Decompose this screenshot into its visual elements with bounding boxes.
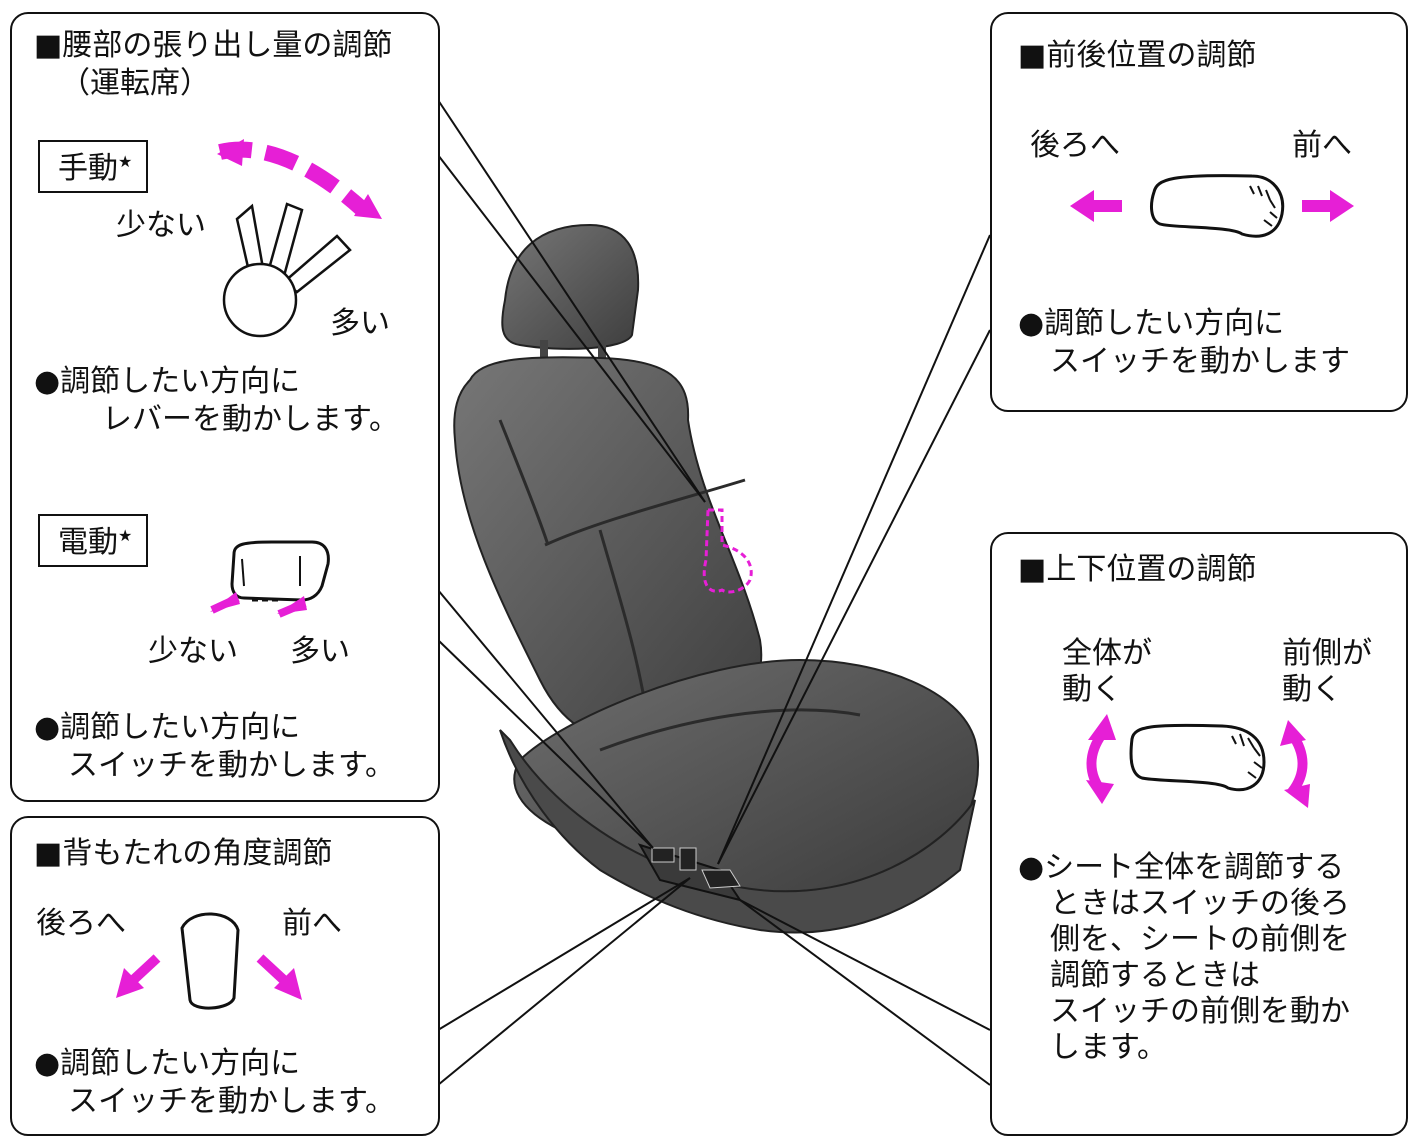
slide-title: ■前後位置の調節 <box>1018 38 1257 73</box>
height-bullet-line: ときはスイッチの後ろ <box>1050 886 1350 921</box>
power-more-label: 多い <box>290 634 350 669</box>
lumbar-title: ■腰部の張り出し量の調節 <box>34 28 393 63</box>
recline-bullet-line2: スイッチを動かします。 <box>68 1084 395 1119</box>
recline-back-label: 後ろへ <box>36 906 126 941</box>
manual-less-label: 少ない <box>116 208 206 243</box>
lumbar-marker <box>702 508 753 594</box>
manual-label: 手動 <box>58 151 118 186</box>
recline-switch-icon <box>116 912 302 1010</box>
leader-lines <box>437 99 991 1086</box>
slide-bullet-line1: ●調節したい方向に <box>1018 306 1285 341</box>
height-bullet-line: します。 <box>1050 1030 1167 1065</box>
height-bullet-line: スイッチの前側を動か <box>1050 994 1350 1029</box>
lumbar-lever-icon <box>217 139 382 338</box>
recline-title: ■背もたれの角度調節 <box>34 836 333 871</box>
power-less-label: 少ない <box>148 634 238 669</box>
height-whole-label: 全体が 動く <box>1062 636 1152 707</box>
height-panel: ■上下位置の調節 全体が 動く 前側が 動く ●シート全体を調節する ときはスイ… <box>990 532 1408 1136</box>
power-label-box: 電動★ <box>38 514 149 567</box>
slide-switch-icon <box>1070 174 1354 238</box>
height-front-label: 前側が 動く <box>1282 636 1372 707</box>
slide-forward-label: 前へ <box>1292 128 1352 163</box>
height-bullet-list: ●シート全体を調節する ときはスイッチの後ろ 側を、シートの前側を 調節するとき… <box>1018 850 1350 1066</box>
manual-more-label: 多い <box>330 306 390 341</box>
star-mark: ★ <box>118 526 133 545</box>
star-mark: ★ <box>118 152 133 171</box>
slide-bullet-line2: スイッチを動かします <box>1050 344 1350 379</box>
power-label: 電動 <box>58 525 118 560</box>
height-bullet-line: ●シート全体を調節する <box>1018 850 1345 885</box>
slide-back-label: 後ろへ <box>1030 128 1120 163</box>
lumbar-panel: ■腰部の張り出し量の調節 （運転席） 手動★ 少ない 多い ●調節したい方向に … <box>10 12 440 802</box>
power-bullet-line2: スイッチを動かします。 <box>68 748 395 783</box>
recline-forward-label: 前へ <box>282 906 342 941</box>
headrest <box>501 223 640 350</box>
lumbar-switch-icon <box>210 540 330 618</box>
recline-panel: ■背もたれの角度調節 後ろへ 前へ ●調節したい方向に スイッチを動かします。 <box>10 816 440 1136</box>
lumbar-subtitle: （運転席） <box>60 66 210 101</box>
height-switch-icon <box>1086 714 1310 808</box>
slide-panel: ■前後位置の調節 後ろへ 前へ ●調節したい方向に スイッチを動かします <box>990 12 1408 412</box>
manual-bullet-line1: ●調節したい方向に <box>34 364 301 399</box>
manual-bullet-line2: レバーを動かします。 <box>102 402 399 437</box>
recline-bullet-line1: ●調節したい方向に <box>34 1046 301 1081</box>
power-bullet-line1: ●調節したい方向に <box>34 710 301 745</box>
height-bullet-line: 側を、シートの前側を <box>1050 922 1350 957</box>
height-title: ■上下位置の調節 <box>1018 552 1257 587</box>
manual-label-box: 手動★ <box>38 140 149 193</box>
height-bullet-line: 調節するときは <box>1050 958 1260 993</box>
